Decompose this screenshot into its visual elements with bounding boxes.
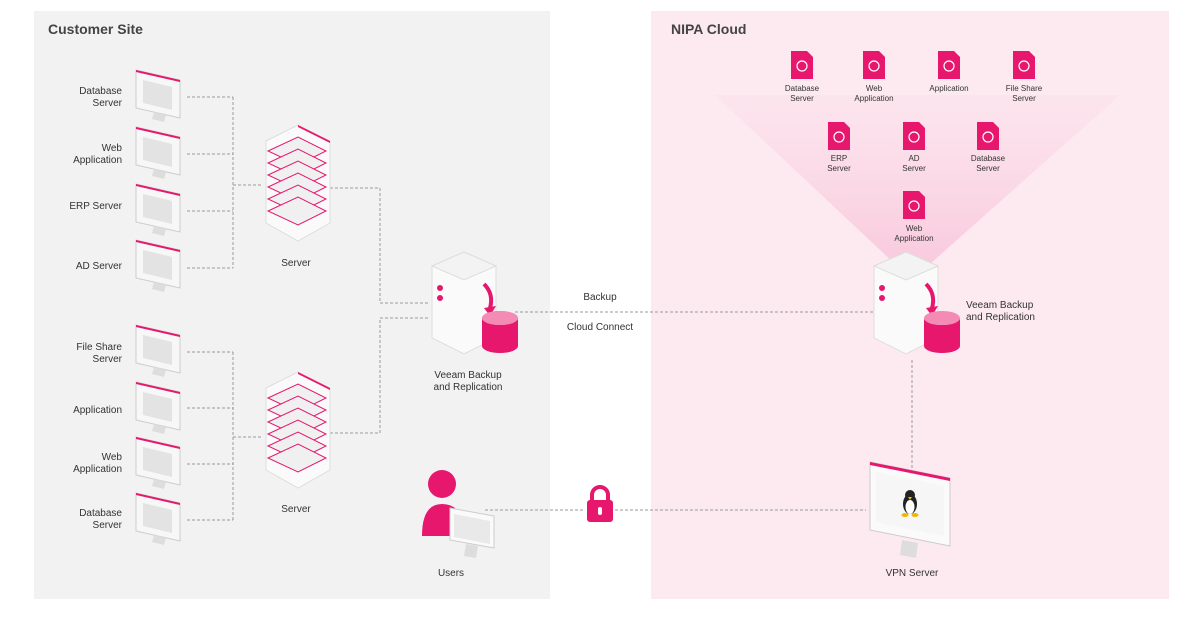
nipa-cloud-title: NIPA Cloud <box>671 21 747 37</box>
file-icon <box>903 122 925 150</box>
monitor-icon <box>135 381 181 434</box>
g2-item-database-server: Database Server <box>79 508 122 531</box>
monitor-icon <box>135 239 181 292</box>
user-icon <box>422 470 495 558</box>
cloud-glow <box>715 95 1120 280</box>
g1-item-ad-server: AD Server <box>75 261 122 272</box>
nipa-file-label-web-application: Web Application <box>854 84 894 103</box>
nipa-file-label-ad-server: AD Server <box>902 154 926 173</box>
backup-link-label: Backup <box>583 292 617 303</box>
nipa-file-label-application: Application <box>929 84 969 93</box>
vpn-server-monitor-icon <box>869 461 951 558</box>
monitor-icon <box>135 183 181 236</box>
cloud-connect-link-label: Cloud Connect <box>566 322 634 333</box>
file-icon <box>938 51 960 79</box>
monitor-icon <box>135 126 181 179</box>
vpn-server-label: VPN Server <box>885 568 939 579</box>
file-icon <box>863 51 885 79</box>
nipa-file-label-erp-server: ERP Server <box>827 154 851 173</box>
file-icon <box>791 51 813 79</box>
monitor-icon <box>135 324 181 377</box>
server-rack-icon <box>265 371 331 489</box>
file-icon <box>1013 51 1035 79</box>
customer-site-title: Customer Site <box>48 21 143 37</box>
monitor-icon <box>135 436 181 489</box>
server-rack-icon <box>265 124 331 242</box>
veeam-backup-server-icon <box>872 251 960 355</box>
file-icon <box>977 122 999 150</box>
g2-server-label: Server <box>281 504 311 515</box>
cloud-veeam-label: Veeam Backup and Replication <box>966 300 1035 323</box>
nipa-file-label-database-server-2: Database Server <box>970 154 1006 173</box>
nipa-file-label-database-server: Database Server <box>784 84 820 103</box>
g2-item-web-application: Web Application <box>73 452 122 475</box>
monitor-icon <box>135 69 181 122</box>
g1-item-web-application: Web Application <box>73 143 122 166</box>
customer-veeam-label: Veeam Backup and Replication <box>433 370 503 393</box>
file-icon <box>828 122 850 150</box>
file-icon <box>903 191 925 219</box>
lock-icon <box>587 485 613 522</box>
nipa-file-label-web-application-2: Web Application <box>894 224 934 243</box>
g1-item-erp-server: ERP Server <box>69 201 122 212</box>
g1-item-database-server: Database Server <box>79 86 122 109</box>
nipa-file-label-file-share-server: File Share Server <box>1005 84 1043 103</box>
veeam-backup-server-icon <box>430 251 518 355</box>
g2-item-application: Application <box>73 405 122 416</box>
users-label: Users <box>437 568 465 579</box>
monitor-icon <box>135 492 181 545</box>
g2-item-file-share-server: File Share Server <box>76 342 122 365</box>
g1-server-label: Server <box>281 258 311 269</box>
